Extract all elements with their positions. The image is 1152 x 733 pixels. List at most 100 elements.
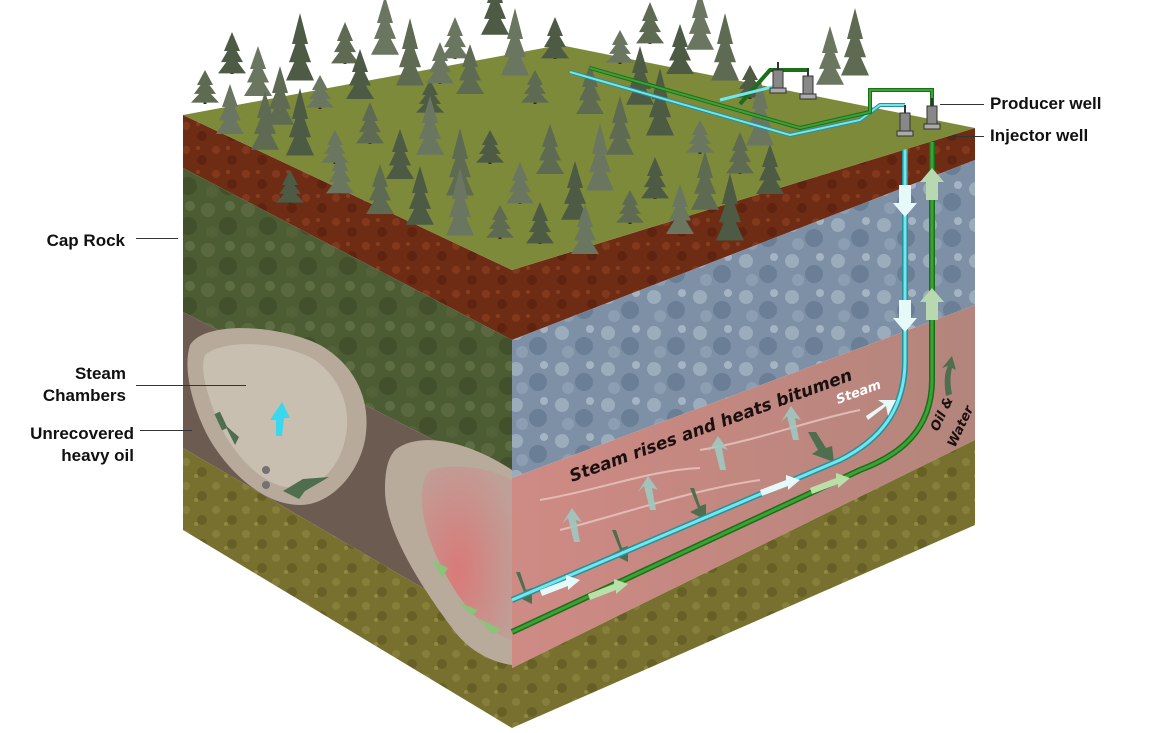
- conifer-tree-icon: [576, 64, 604, 115]
- surface-steam-line-core: [569, 71, 905, 137]
- front-soil-layer: [512, 128, 975, 340]
- conifer-tree-icon: [216, 84, 244, 135]
- left-basement-layer: [183, 448, 512, 728]
- conifer-tree-icon: [251, 91, 279, 150]
- conifer-tree-icon: [816, 26, 844, 85]
- conifer-tree-icon: [716, 173, 744, 241]
- left-cap-rock-layer: [183, 168, 512, 480]
- arrow-icon: [920, 288, 944, 320]
- injector-well-leader: [950, 136, 984, 137]
- conifer-tree-icon: [346, 49, 374, 100]
- steam-chamber-right-heated: [421, 466, 512, 640]
- conifer-tree-icon: [636, 2, 664, 44]
- front-basement-layer: [512, 440, 975, 728]
- conifer-tree-icon: [666, 184, 694, 235]
- conifer-tree-icon: [756, 144, 784, 195]
- steam-chambers-label-1: Steam: [74, 364, 126, 383]
- arrow-icon: [760, 475, 800, 496]
- conifer-tree-icon: [446, 168, 474, 236]
- heat-wave: [559, 479, 761, 531]
- conifer-tree-icon: [386, 129, 414, 180]
- injector-well-label: Injector well: [990, 126, 1089, 145]
- arrow-icon: [562, 508, 582, 542]
- conifer-tree-icon: [641, 157, 669, 199]
- conifer-tree-icon: [506, 162, 534, 204]
- conifer-tree-icon: [841, 8, 869, 76]
- arrow-icon: [214, 411, 228, 431]
- arrow-icon: [432, 560, 448, 578]
- wellhead-icon: [923, 98, 941, 130]
- conifer-tree-icon: [416, 96, 444, 155]
- arrow-icon: [225, 425, 239, 445]
- conifer-tree-icon: [606, 96, 634, 155]
- conifer-tree-icon: [686, 120, 714, 154]
- conifer-tree-icon: [286, 88, 314, 156]
- conifer-tree-icon: [366, 164, 394, 215]
- conifer-tree-icon: [481, 0, 509, 35]
- conifer-tree-icon: [526, 202, 554, 244]
- conifer-tree-icon: [331, 22, 359, 64]
- conifer-tree-icon: [486, 205, 514, 239]
- conifer-tree-icon: [536, 124, 564, 175]
- arrow-icon: [540, 575, 580, 596]
- conifer-tree-icon: [371, 0, 399, 55]
- conifer-tree-icon: [686, 0, 714, 50]
- conifer-tree-icon: [571, 204, 599, 255]
- conifer-tree-icon: [306, 75, 334, 109]
- arrow-icon: [638, 476, 658, 510]
- bubble: [262, 481, 270, 489]
- conifer-tree-icon: [616, 190, 644, 224]
- arrow-icon: [283, 477, 329, 499]
- arrow-icon: [810, 473, 850, 494]
- conifer-tree-icon: [691, 151, 719, 210]
- unrecovered-oil-label-2: heavy oil: [61, 446, 134, 465]
- grass-surface: [183, 45, 975, 270]
- cap-rock-leader: [136, 238, 178, 239]
- arrow-icon: [808, 432, 834, 462]
- conifer-tree-icon: [426, 42, 454, 84]
- front-reservoir-layer: [512, 160, 975, 478]
- conifer-tree-icon: [326, 152, 354, 194]
- conifer-tree-icon: [521, 70, 549, 104]
- arrow-icon: [588, 579, 628, 600]
- steam-chambers-leader: [136, 385, 246, 386]
- oil-pipe-core: [511, 142, 934, 634]
- unrecovered-oil-leader: [140, 430, 192, 431]
- cap-rock-label: Cap Rock: [46, 231, 125, 250]
- arrow-icon: [458, 602, 478, 616]
- conifer-tree-icon: [726, 132, 754, 174]
- steam-chambers-label-2: Chambers: [42, 386, 126, 405]
- arrow-icon: [708, 436, 728, 470]
- left-face: [183, 115, 512, 728]
- arrow-icon: [690, 488, 706, 520]
- arrow-icon: [942, 356, 956, 396]
- conifer-tree-icon: [606, 30, 634, 64]
- producer-well-leader: [940, 104, 984, 105]
- conifer-tree-icon: [711, 13, 739, 81]
- conifer-tree-icon: [396, 18, 424, 86]
- conifer-tree-icon: [476, 130, 504, 164]
- conifer-tree-icon: [441, 17, 469, 59]
- arrow-icon: [478, 618, 502, 634]
- arrow-icon: [270, 402, 290, 436]
- arrow-icon: [893, 300, 917, 332]
- arrow-icon: [893, 185, 917, 217]
- arrow-icon: [920, 168, 944, 200]
- conifer-tree-icon: [501, 8, 529, 76]
- conifer-tree-icon: [541, 17, 569, 59]
- wellhead-icon: [896, 105, 914, 137]
- surface-oil-line-core: [589, 67, 933, 130]
- conifer-tree-icon: [218, 32, 246, 74]
- conifer-tree-icon: [666, 24, 694, 75]
- conifer-tree-icon: [456, 44, 484, 95]
- left-soil-layer: [183, 115, 512, 340]
- conifer-tree-icon: [286, 13, 314, 81]
- bubble: [262, 466, 270, 474]
- conifer-tree-icon: [586, 123, 614, 191]
- unrecovered-oil-label-1: Unrecovered: [30, 424, 134, 443]
- steam-pipe-core: [511, 140, 907, 602]
- conifer-tree-icon: [646, 68, 674, 136]
- heat-wave: [539, 467, 701, 501]
- producer-well-label: Producer well: [990, 94, 1102, 113]
